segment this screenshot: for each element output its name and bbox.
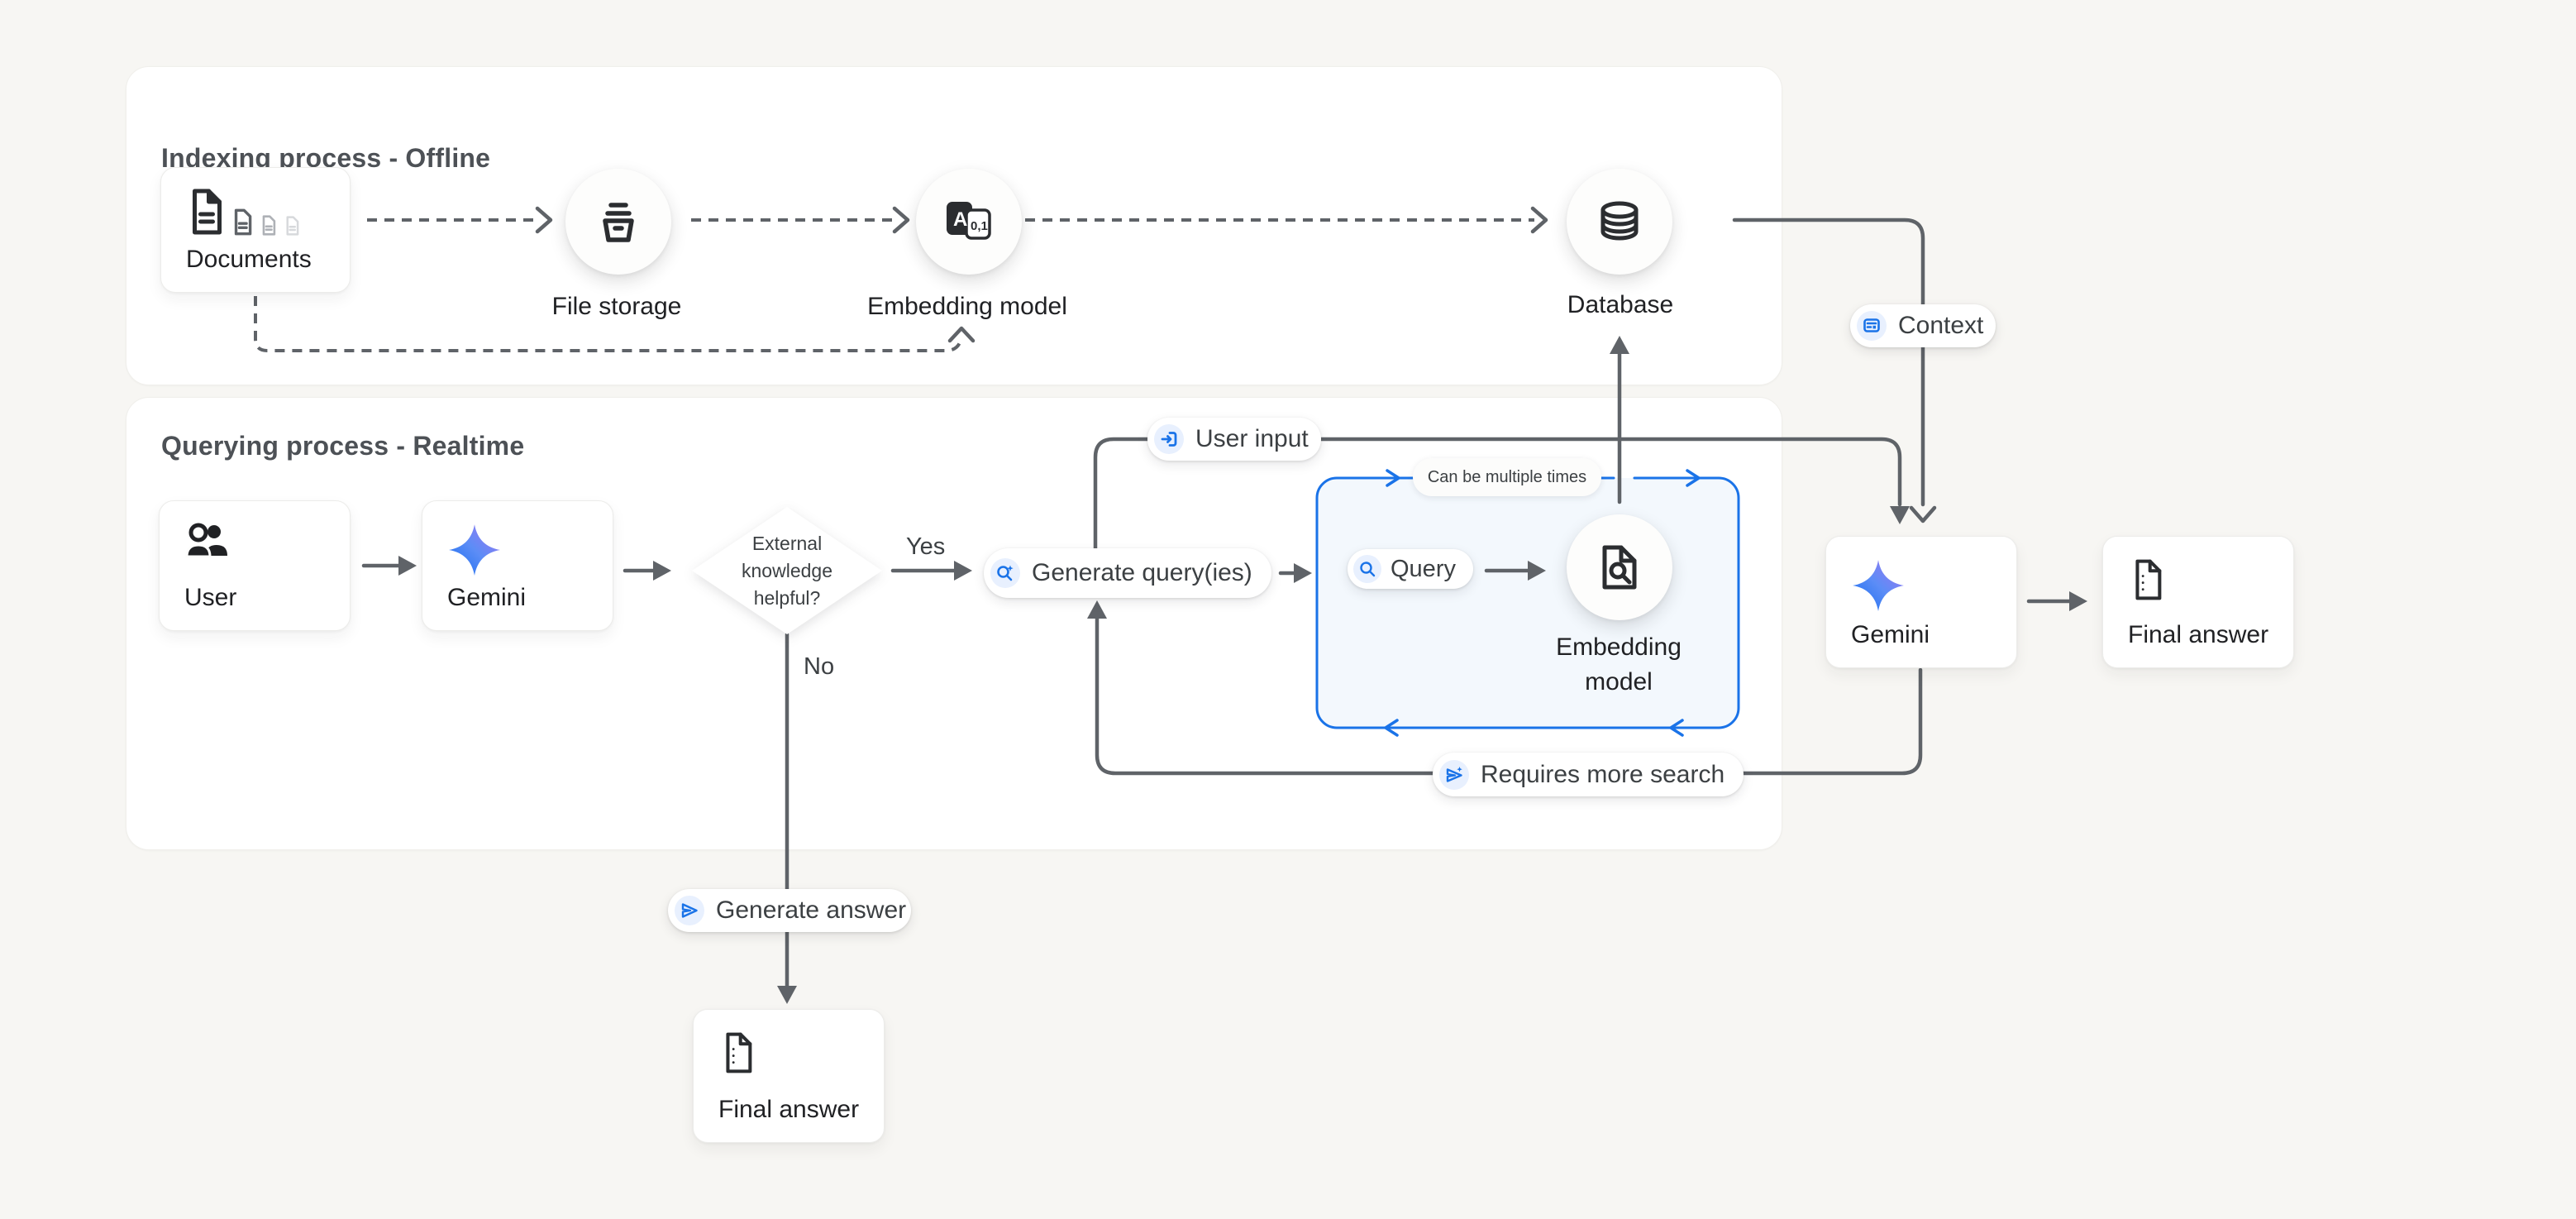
- translate-tokens-icon: A 0,1: [947, 202, 991, 240]
- can-be-multiple-times-pill: Can be multiple times: [1413, 458, 1601, 496]
- context-pill-label: Context: [1898, 312, 1984, 339]
- document-list-icon: [726, 1032, 752, 1073]
- document-list-icon: [2135, 559, 2162, 600]
- gemini-card: Gemini: [422, 500, 613, 631]
- final-answer-card: Final answer: [2102, 536, 2294, 668]
- database-node: [1567, 169, 1672, 275]
- can-be-multiple-times-label: Can be multiple times: [1427, 467, 1587, 486]
- yes-edge-label: Yes: [906, 533, 946, 560]
- gemini-final-card: Gemini: [1825, 536, 2017, 668]
- query-pill: Query: [1348, 549, 1473, 589]
- final-answer-no-branch-label: Final answer: [718, 1096, 860, 1123]
- document-search-icon: [1602, 545, 1637, 590]
- documents-label: Documents: [186, 246, 312, 273]
- embedding-model-offline-node: A 0,1: [916, 169, 1022, 275]
- search-sparkle-icon: [990, 558, 1020, 588]
- user-card: User: [159, 500, 351, 631]
- search-icon: [1353, 555, 1381, 583]
- svg-text:0,1: 0,1: [971, 219, 988, 233]
- query-label: Query: [1391, 555, 1456, 582]
- gemini-sparkle-icon: [449, 524, 500, 576]
- user-label: User: [184, 584, 237, 611]
- embedding-model-realtime-node: [1567, 514, 1672, 620]
- svg-text:A: A: [953, 208, 967, 231]
- decision-diamond: External knowledge helpful?: [692, 507, 882, 634]
- final-answer-no-branch-card: Final answer: [693, 1009, 885, 1143]
- database-cylinder-icon: [1600, 201, 1639, 241]
- login-arrow-icon: [1154, 424, 1184, 454]
- generate-answer-label: Generate answer: [716, 896, 907, 924]
- document-stack-icon: [188, 188, 350, 236]
- generate-answer-pill: Generate answer: [668, 889, 911, 932]
- storage-bin-icon: [603, 203, 634, 242]
- embedding-model-realtime-label: Embedding model: [1556, 633, 1682, 696]
- context-article-icon: [1857, 311, 1887, 341]
- generate-queries-pill: Generate query(ies): [984, 548, 1271, 598]
- documents-card: Documents: [160, 167, 351, 293]
- requires-more-search-pill: Requires more search: [1433, 753, 1744, 796]
- send-sparkle-icon: [1439, 759, 1469, 790]
- embedding-model-offline-label: Embedding model: [867, 293, 1067, 320]
- gemini-label: Gemini: [447, 584, 527, 611]
- requires-more-search-label: Requires more search: [1481, 760, 1725, 788]
- users-icon: [185, 523, 227, 558]
- file-storage-label: File storage: [551, 293, 682, 320]
- user-input-label: User input: [1195, 425, 1309, 452]
- querying-panel-title: Querying process - Realtime: [161, 431, 525, 461]
- no-edge-label: No: [804, 653, 835, 680]
- send-icon: [675, 896, 704, 925]
- chevron-arrowhead-down-icon: [1909, 505, 1937, 523]
- gemini-final-label: Gemini: [1851, 621, 1930, 648]
- context-pill: Context: [1850, 304, 1996, 347]
- database-label: Database: [1567, 291, 1674, 318]
- file-storage-node: [565, 169, 671, 275]
- generate-queries-label: Generate query(ies): [1032, 559, 1252, 586]
- decision-text: External knowledge helpful?: [742, 532, 832, 609]
- final-answer-label: Final answer: [2128, 621, 2269, 648]
- user-input-pill: User input: [1147, 418, 1321, 461]
- gemini-sparkle-icon: [1853, 560, 1904, 611]
